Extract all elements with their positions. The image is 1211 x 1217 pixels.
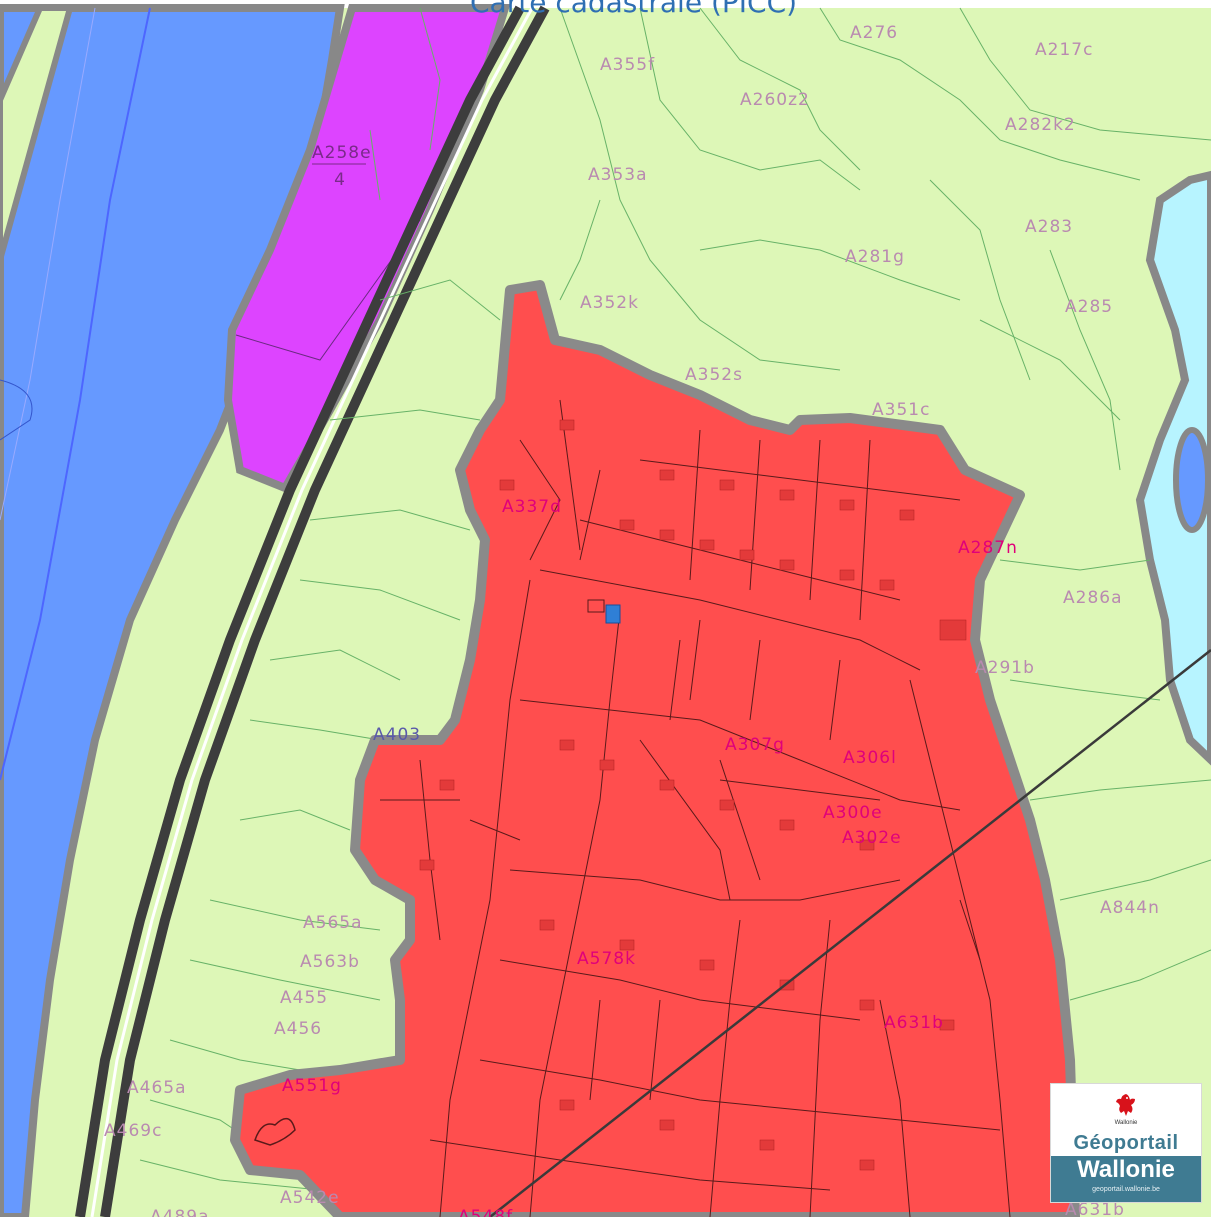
location-marker[interactable] xyxy=(605,604,621,624)
railway-track-1 xyxy=(75,5,525,1217)
parcel-label: A542e xyxy=(280,1188,340,1208)
industrial-inner-line xyxy=(235,219,421,361)
logo-name-line2: Wallonie xyxy=(1077,1156,1175,1183)
parcel-label: A578k xyxy=(577,949,636,969)
railway-gap xyxy=(90,7,534,1217)
fraction-numerator: A258e xyxy=(312,143,372,163)
parcel-label: A286a xyxy=(1063,588,1123,608)
parcel-label: A355f xyxy=(600,55,655,75)
parcel-label: A260z2 xyxy=(740,90,810,110)
parcel-label: A465a xyxy=(127,1078,187,1098)
parcel-label: A489a xyxy=(150,1207,210,1217)
river-channel-line xyxy=(0,7,151,781)
parcel-label: A456 xyxy=(274,1019,322,1039)
geoportail-logo[interactable]: Wallonie Géoportail Wallonie geoportail.… xyxy=(1050,1083,1202,1203)
parcel-labels: A276 A217c A355f A260z2 A282k2 A353a A28… xyxy=(104,23,1160,1217)
parcel-label: A306l xyxy=(843,748,897,768)
river-bank-line xyxy=(0,379,33,441)
residential-plot-lines xyxy=(380,399,1011,1217)
logo-url: geoportail.wallonie.be xyxy=(1092,1186,1160,1193)
buildings xyxy=(419,419,967,1171)
logo-band: Wallonie geoportail.wallonie.be xyxy=(1051,1156,1201,1202)
parcel-label: A291b xyxy=(975,658,1035,678)
parcel-label: A276 xyxy=(850,23,898,43)
parcel-label: A300e xyxy=(823,803,883,823)
logo-subtitle: Wallonie xyxy=(1114,1120,1138,1126)
power-line xyxy=(489,649,1211,1217)
parcel-label: A631b xyxy=(884,1013,944,1033)
pond xyxy=(1173,427,1211,533)
parcel-label: A287n xyxy=(958,538,1018,558)
fraction-denominator: 4 xyxy=(334,170,346,190)
parcel-label: A283 xyxy=(1025,217,1073,237)
parcel-lines xyxy=(139,7,1211,1191)
parcel-label: A285 xyxy=(1065,297,1113,317)
parcel-label: A351c xyxy=(872,400,930,420)
landmark-symbol xyxy=(254,1117,296,1146)
parcel-label: A353a xyxy=(588,165,648,185)
parcel-label: A469c xyxy=(104,1121,162,1141)
parcel-label: A337d xyxy=(502,497,562,517)
parcel-label: A565a xyxy=(303,913,363,933)
parcel-label: A455 xyxy=(280,988,328,1008)
railway-track-2 xyxy=(100,5,550,1217)
left-bank-strip xyxy=(0,5,74,261)
parcel-label: A563b xyxy=(300,952,360,972)
logo-name-line1: Géoportail xyxy=(1073,1132,1179,1154)
parcel-label: A302e xyxy=(842,828,902,848)
parcel-label: A282k2 xyxy=(1005,115,1076,135)
rooster-icon xyxy=(1116,1094,1135,1116)
parcel-label: A844n xyxy=(1100,898,1160,918)
parcel-label: A548f xyxy=(458,1207,513,1217)
parcel-label: A352s xyxy=(685,365,743,385)
residential-zone xyxy=(230,280,1080,1217)
parcel-label: A217c xyxy=(1035,40,1093,60)
parcel-label: A307g xyxy=(725,735,785,755)
marker-parcel-outline xyxy=(587,599,605,613)
river-channel-line-2 xyxy=(0,7,96,521)
industrial-parcel-label: A258e 4 xyxy=(312,143,372,190)
parcel-label: A631b xyxy=(1065,1200,1125,1217)
parcel-label: A403 xyxy=(373,725,421,745)
map-title: Carte cadastrale (PICC) xyxy=(470,0,798,19)
parcel-label: A352k xyxy=(580,293,639,313)
parcel-label: A281g xyxy=(845,247,905,267)
parcel-label: A551g xyxy=(282,1076,342,1096)
